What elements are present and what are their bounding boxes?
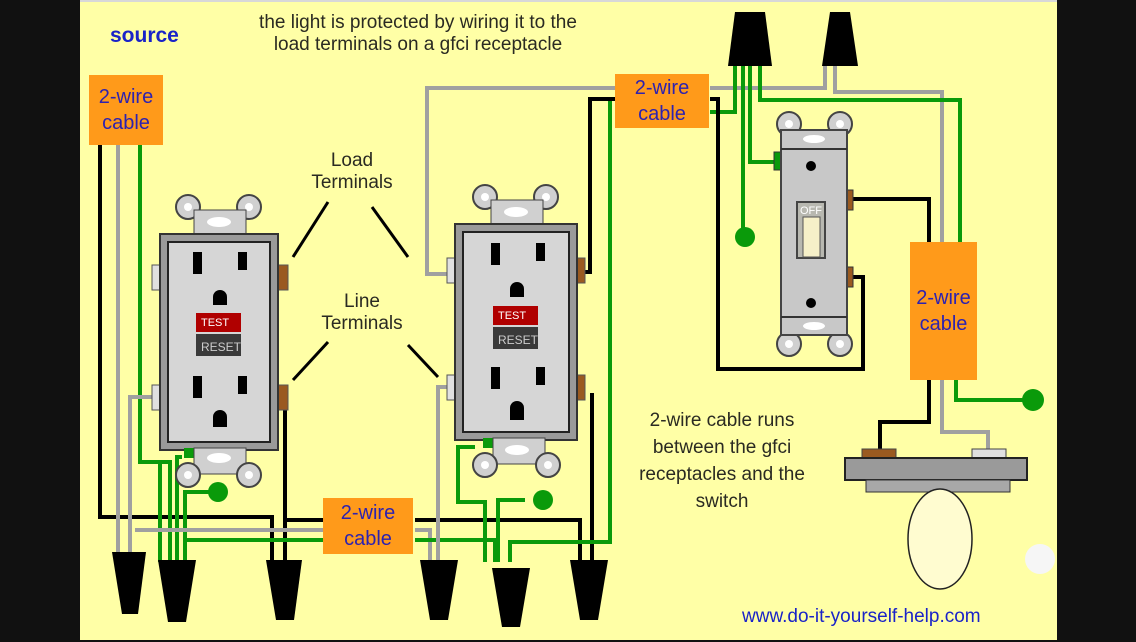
- reset-button-label: RESET: [201, 340, 242, 354]
- cable-label-text: 2-wire: [634, 77, 690, 99]
- wire-nut: [492, 568, 530, 627]
- cable-label-text: cable: [919, 313, 968, 335]
- wiring-svg: OFF: [98, 12, 1044, 627]
- light-fixture: [844, 448, 1028, 590]
- source-label: source: [110, 24, 179, 47]
- switch-toggle-label: OFF: [800, 205, 822, 217]
- hot-wire: [710, 97, 865, 371]
- wire-nut: [728, 12, 772, 66]
- wiring-diagram: OFF TEST RESET TEST RESET source the lig…: [80, 0, 1057, 640]
- gfci-receptacle-2: [446, 184, 586, 478]
- neutral-wire: [436, 385, 448, 562]
- diagram-title: the light is protected by wiring it to t…: [208, 12, 628, 56]
- ground-wire: [748, 62, 780, 164]
- neutral-wire: [833, 62, 944, 242]
- cable-label-light: 2-wire cable: [910, 242, 977, 380]
- cable-label-text: 2-wire: [98, 86, 154, 108]
- cable-label-text: cable: [344, 528, 392, 550]
- wire-nut: [112, 552, 146, 614]
- ground-dot: [735, 227, 755, 247]
- ground-wire: [183, 490, 210, 562]
- wire-nut: [420, 560, 458, 620]
- cable-label-top: 2-wire cable: [615, 74, 709, 128]
- hot-wire: [878, 380, 931, 454]
- light-bulb: [907, 488, 973, 590]
- overlay-dot: [1025, 544, 1055, 574]
- cable-label-text: 2-wire: [340, 502, 396, 524]
- ground-wire: [415, 538, 497, 562]
- wire-nut: [822, 12, 858, 66]
- cable-label-middle: 2-wire cable: [323, 498, 413, 554]
- cable-label-text: cable: [102, 112, 150, 134]
- cable-label-text: 2-wire: [916, 287, 971, 309]
- cable-label-text: cable: [638, 103, 686, 125]
- neutral-wire: [128, 395, 156, 562]
- neutral-wire: [415, 528, 432, 562]
- wire-nut: [570, 560, 608, 620]
- hot-wire: [415, 518, 582, 562]
- hot-wire: [590, 393, 594, 562]
- wire-nut: [266, 560, 302, 620]
- cable-label-source: 2-wire cable: [89, 75, 163, 145]
- light-switch: OFF: [773, 111, 854, 357]
- load-terminals-label: Load Terminals: [311, 150, 393, 193]
- test-button: [196, 313, 241, 332]
- wire-nut: [158, 560, 196, 622]
- test-button-label: TEST: [201, 317, 230, 329]
- gfci-receptacle-1: [151, 194, 289, 488]
- neutral-wire: [425, 86, 620, 276]
- ground-wire: [138, 142, 172, 562]
- ground-wire: [456, 445, 487, 562]
- test-button: [493, 306, 538, 325]
- ground-wire: [954, 380, 1035, 402]
- ground-dot: [533, 490, 553, 510]
- ground-wire: [496, 498, 525, 562]
- neutral-wire: [940, 380, 990, 454]
- hot-wire: [845, 197, 931, 242]
- ground-wire: [758, 62, 962, 242]
- line-terminals-label: Line Terminals: [321, 291, 403, 334]
- test-button-label: TEST: [498, 310, 527, 322]
- ground-dot: [208, 482, 228, 502]
- ground-wire: [175, 455, 182, 562]
- title-line-2: load terminals on a gfci receptacle: [273, 33, 563, 55]
- hot-wire: [582, 97, 620, 274]
- title-line-1: the light is protected by wiring it to t…: [259, 12, 577, 33]
- ground-dot: [1022, 389, 1044, 411]
- note-text: 2-wire cable runs between the gfci recep…: [639, 410, 805, 512]
- website-link[interactable]: www.do-it-yourself-help.com: [742, 606, 981, 627]
- reset-button: [196, 334, 241, 356]
- reset-button: [493, 327, 538, 349]
- reset-button-label: RESET: [498, 333, 539, 347]
- hot-wire: [283, 518, 324, 562]
